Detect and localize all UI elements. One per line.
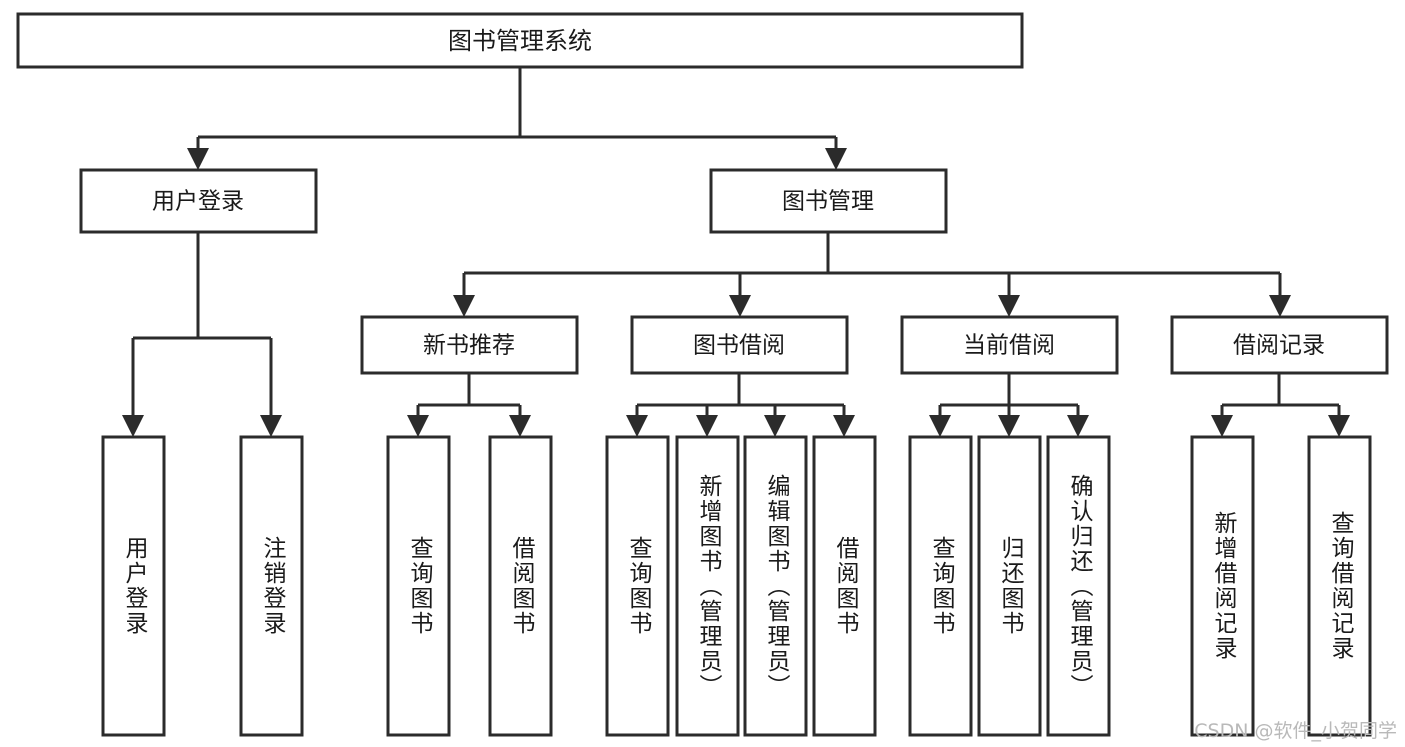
arrow-icon <box>998 295 1020 317</box>
arrow-icon <box>187 148 209 170</box>
csdn-watermark: CSDN @软件_小贺同学 <box>1194 720 1397 742</box>
node-leaf-add-book[interactable] <box>675 435 740 737</box>
arrow-icon <box>1328 415 1350 437</box>
node-book-borrow[interactable]: 图书借阅 <box>630 315 849 375</box>
arrow-icon <box>626 415 648 437</box>
connector-newbook-to-leaves <box>407 373 531 437</box>
arrow-icon <box>453 295 475 317</box>
node-leaf-query-record[interactable] <box>1307 435 1372 737</box>
arrow-icon <box>1211 415 1233 437</box>
node-label-book-management: 图书管理 <box>782 189 874 215</box>
arrow-icon <box>696 415 718 437</box>
node-book-management[interactable]: 图书管理 <box>709 168 948 234</box>
arrow-icon <box>729 295 751 317</box>
node-leaf-borrow-book-1[interactable] <box>488 435 553 737</box>
node-current-borrow[interactable]: 当前借阅 <box>900 315 1119 375</box>
connector-currentborrow-to-leaves <box>929 373 1089 437</box>
node-leaf-add-record[interactable] <box>1190 435 1255 737</box>
node-leaf-logout-login[interactable] <box>239 435 304 737</box>
node-leaf-return-book[interactable] <box>977 435 1042 737</box>
arrow-icon <box>998 415 1020 437</box>
connector-bookmgmt-to-level3 <box>453 232 1291 317</box>
node-label-current-borrow: 当前借阅 <box>963 333 1055 359</box>
arrow-icon <box>407 415 429 437</box>
arrow-icon <box>260 415 282 437</box>
node-leaf-user-login[interactable] <box>101 435 166 737</box>
arrow-icon <box>833 415 855 437</box>
arrow-icon <box>1269 295 1291 317</box>
node-new-book-recommend[interactable]: 新书推荐 <box>360 315 579 375</box>
connector-bookborrow-to-leaves <box>626 373 855 437</box>
node-label-new-book-recommend: 新书推荐 <box>423 333 515 359</box>
node-user-login[interactable]: 用户登录 <box>79 168 318 234</box>
node-leaf-confirm-return[interactable] <box>1046 435 1111 737</box>
connector-root-to-level2 <box>187 67 847 170</box>
node-label-root: 图书管理系统 <box>448 27 592 55</box>
arrow-icon <box>1067 415 1089 437</box>
arrow-icon <box>122 415 144 437</box>
arrow-icon <box>825 148 847 170</box>
connector-userlogin-to-leaves <box>122 232 282 437</box>
node-leaf-query-book-2[interactable] <box>605 435 670 737</box>
arrow-icon <box>764 415 786 437</box>
node-root-book-management-system[interactable]: 图书管理系统 <box>16 12 1024 69</box>
node-label-book-borrow: 图书借阅 <box>693 333 785 359</box>
node-leaf-borrow-book-2[interactable] <box>812 435 877 737</box>
node-borrow-record[interactable]: 借阅记录 <box>1170 315 1389 375</box>
node-label-user-login: 用户登录 <box>152 189 244 215</box>
arrow-icon <box>509 415 531 437</box>
arrow-icon <box>929 415 951 437</box>
connector-borrowrecord-to-leaves <box>1211 373 1350 437</box>
node-leaf-edit-book[interactable] <box>743 435 808 737</box>
node-label-borrow-record: 借阅记录 <box>1233 333 1325 359</box>
node-leaf-query-book-1[interactable] <box>386 435 451 737</box>
node-leaf-query-book-3[interactable] <box>908 435 973 737</box>
